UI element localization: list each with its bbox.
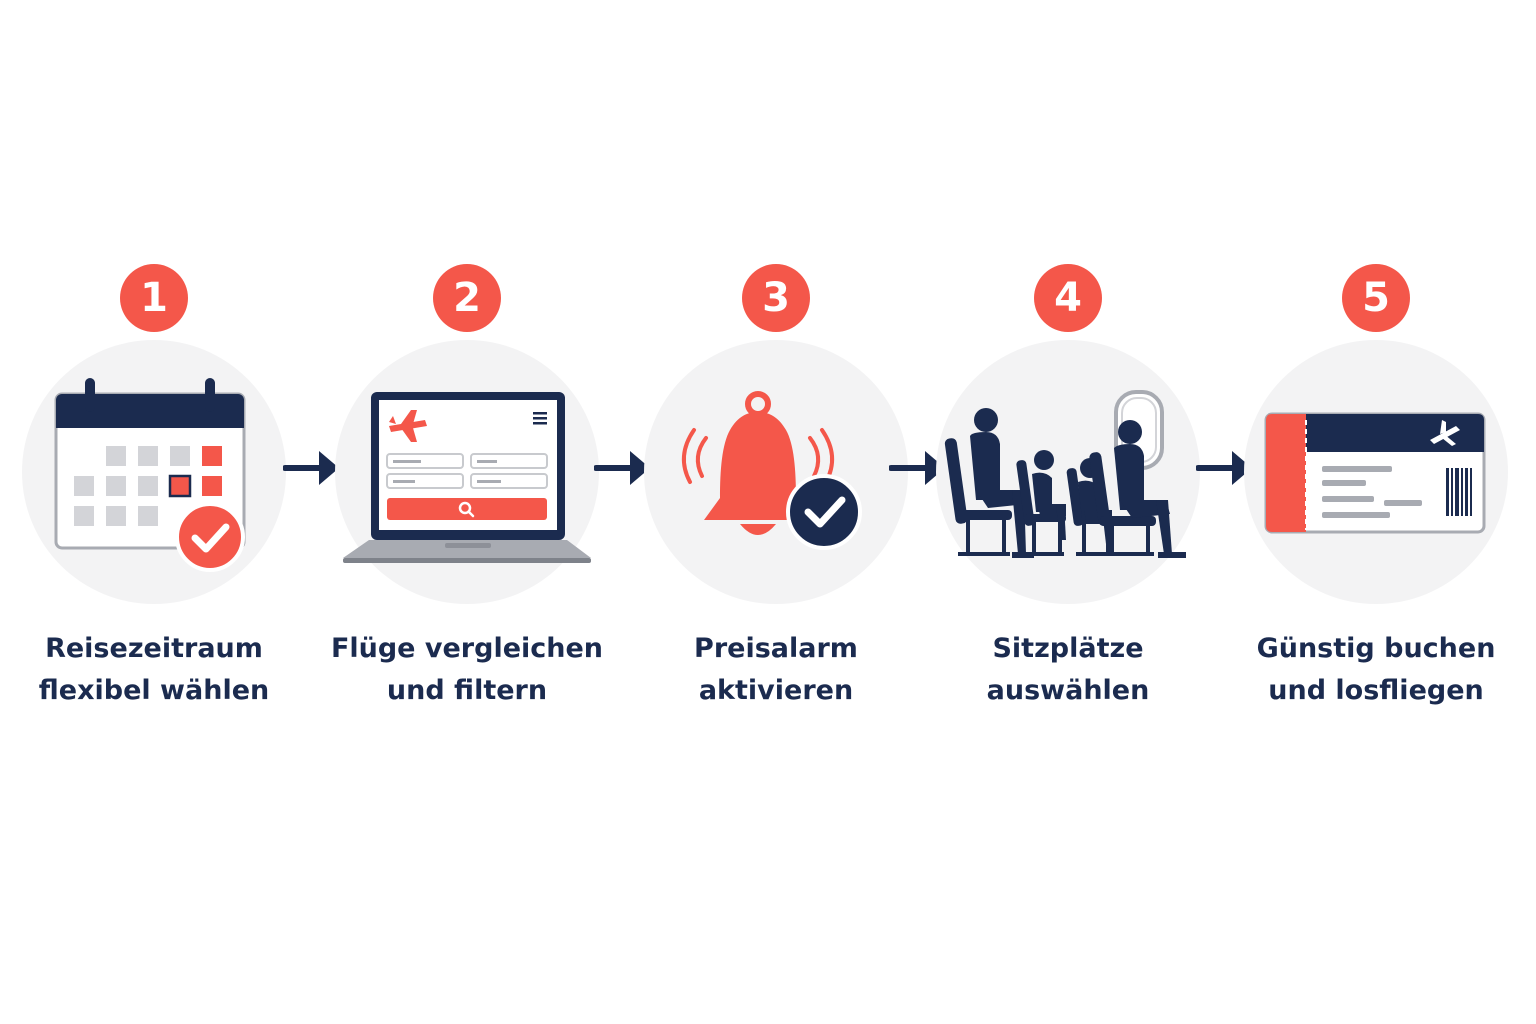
- step-4: 4: [918, 0, 1218, 1024]
- step-label: Sitzplätze auswählen: [918, 628, 1218, 712]
- step-label-line-2: und filtern: [386, 675, 548, 706]
- step-label-line-1: Sitzplätze: [992, 633, 1144, 664]
- step-number-badge: 1: [120, 264, 188, 332]
- arrow-right-icon: [1196, 451, 1252, 485]
- step-label-line-1: Günstig buchen: [1256, 633, 1496, 664]
- step-number-badge: 4: [1034, 264, 1102, 332]
- boarding-pass-icon: [1264, 412, 1486, 534]
- step-label-line-2: auswählen: [986, 675, 1150, 706]
- airplane-icon: [1430, 420, 1460, 446]
- calendar-check-icon: [54, 378, 246, 572]
- step-label: Günstig buchen und losfliegen: [1226, 628, 1526, 712]
- family-seats-icon: [944, 390, 1186, 558]
- step-2: 2: [317, 0, 617, 1024]
- bell-check-icon: [682, 391, 862, 550]
- step-label-line-2: und losfliegen: [1268, 675, 1484, 706]
- step-5: 5: [1226, 0, 1526, 1024]
- step-label-line-2: aktivieren: [698, 675, 854, 706]
- laptop-flight-search-icon: [343, 392, 591, 563]
- step-number-badge: 5: [1342, 264, 1410, 332]
- arrow-right-icon: [283, 451, 339, 485]
- step-label: Preisalarm aktivieren: [626, 628, 926, 712]
- step-3: 3 Preisalarm aktivieren: [626, 0, 926, 1024]
- search-icon: [458, 501, 475, 518]
- step-label: Reisezeitraum flexibel wählen: [4, 628, 304, 712]
- step-label-line-1: Preisalarm: [694, 633, 858, 664]
- step-number-badge: 2: [433, 264, 501, 332]
- step-number-badge: 3: [742, 264, 810, 332]
- step-label: Flüge vergleichen und filtern: [317, 628, 617, 712]
- barcode-icon: [1446, 468, 1472, 516]
- arrow-right-icon: [889, 451, 945, 485]
- step-label-line-2: flexibel wählen: [38, 675, 270, 706]
- step-1: 1 Reisezeitraum flexibel wählen: [4, 0, 304, 1024]
- step-label-line-1: Reisezeitraum: [45, 633, 263, 664]
- airplane-icon: [389, 410, 427, 442]
- step-label-line-1: Flüge vergleichen: [330, 633, 604, 664]
- arrow-right-icon: [594, 451, 650, 485]
